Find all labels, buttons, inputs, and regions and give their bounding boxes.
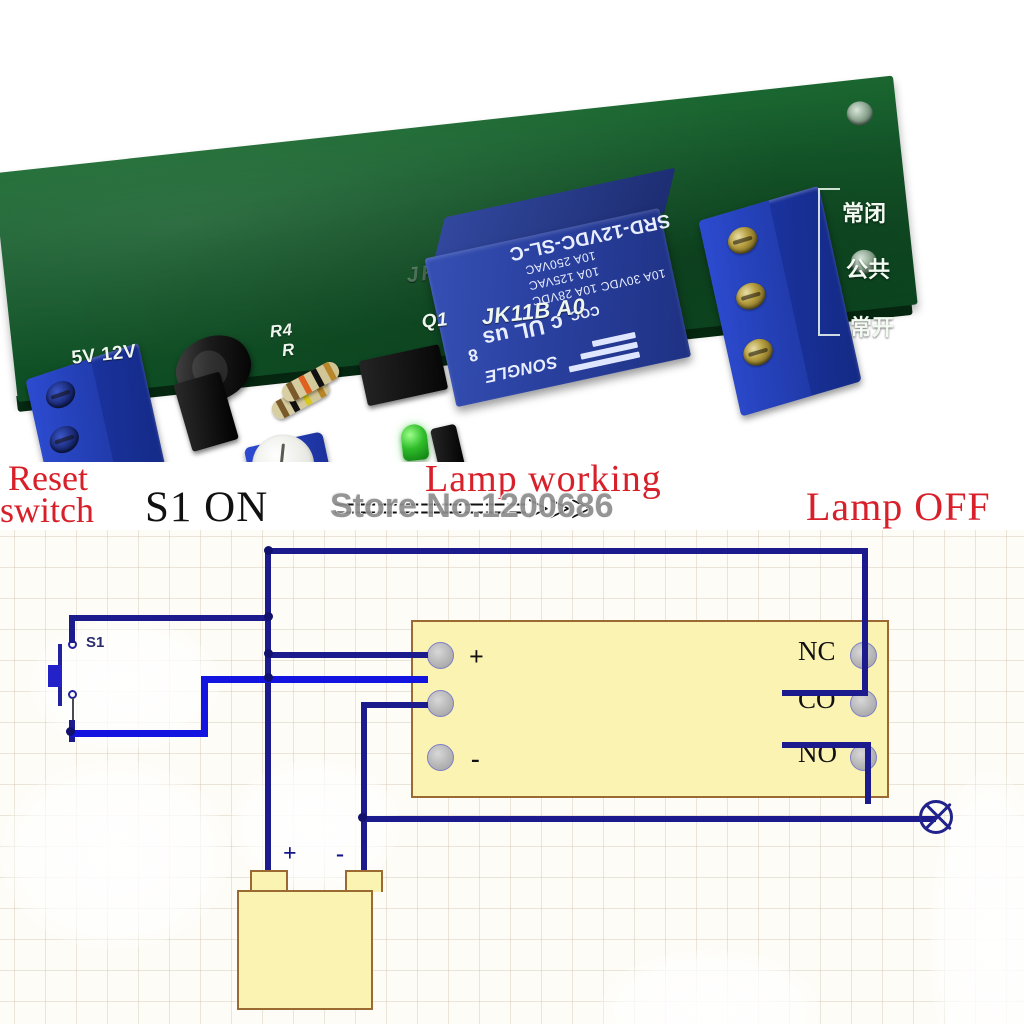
wire-junction [358,813,367,822]
lamp-off-label: Lamp OFF [806,484,991,529]
wiring-schematic: + - NC CO NO S1 [0,530,1024,1024]
silkscreen-com-cn: 公共 [846,257,891,282]
wire-module-minus-vertical [361,702,367,820]
switch-ref-label: S1 [86,634,105,651]
module-pad-signal[interactable] [427,690,454,717]
background-highlight [0,760,230,950]
wire-no-to-lamp-vertical [865,742,871,804]
wire-battery-minus-lead [361,816,367,878]
store-watermark: Store No.1200686 [330,487,614,525]
wire-signal-v [201,676,208,737]
wire-junction [264,649,273,658]
silkscreen-no-cn: 常开 [850,315,895,340]
wire-junction [264,612,273,621]
wire-switch-top-branch [72,615,268,621]
module-pad-minus[interactable] [427,744,454,771]
lamp-icon [919,800,953,834]
output-label-bracket [818,188,840,336]
background-highlight [230,760,400,890]
wire-module-minus-lead [363,702,428,708]
songle-logo-icon [564,328,641,373]
wire-junction [66,727,75,736]
module-pad-plus-label: + [469,642,484,671]
battery-terminal-minus [345,870,383,892]
module-co-label: CO [798,684,836,714]
flow-arrow-label: =========>>> [333,486,593,531]
module-nc-label: NC [798,636,836,666]
silkscreen-q1-label: Q1 [420,309,450,333]
battery-symbol [237,890,373,1010]
wire-signal-h2 [201,676,428,683]
relay-brand-label: SONGLE [482,352,560,387]
wire-co-lead [782,690,866,696]
wire-battery-minus-rail [361,816,936,822]
relay-module-photo: JK11B A0 [0,0,1024,462]
battery-terminal-plus [250,870,288,892]
battery-plus-label: + [283,841,297,867]
wire-co-vertical [862,548,868,696]
background-highlight [600,950,820,1024]
lamp-working-label: Lamp working [425,458,662,500]
wire-junction [264,546,273,555]
wire-junction [264,673,273,682]
switch-actuator[interactable] [48,665,62,687]
wire-top-rail [268,548,868,554]
wire-battery-plus-bus [265,548,271,926]
reset-switch-label-line2: switch [0,490,94,530]
silkscreen-nc-cn: 常闭 [842,201,887,226]
switch-lead-bottom [72,698,74,720]
wire-switch-top-lead [69,615,75,643]
wire-module-plus [268,652,428,658]
reset-switch-label-line1: Reset [8,458,88,498]
silkscreen-r4-label: R4 [268,319,294,342]
module-pad-plus[interactable] [427,642,454,669]
wire-signal-h1 [69,730,207,737]
relay-pin-count: 8 [466,344,480,366]
battery-minus-label: - [336,841,344,867]
module-pad-no[interactable] [850,744,877,771]
pcb-board: JK11B A0 [0,75,918,462]
relay-module-symbol: + - NC CO NO [411,620,889,798]
silkscreen-r-label: R [280,339,296,361]
wire-no-lead [782,742,870,748]
terminal-face [25,358,127,462]
module-pad-minus-label: - [471,744,480,773]
s1-on-label: S1 ON [145,484,269,531]
